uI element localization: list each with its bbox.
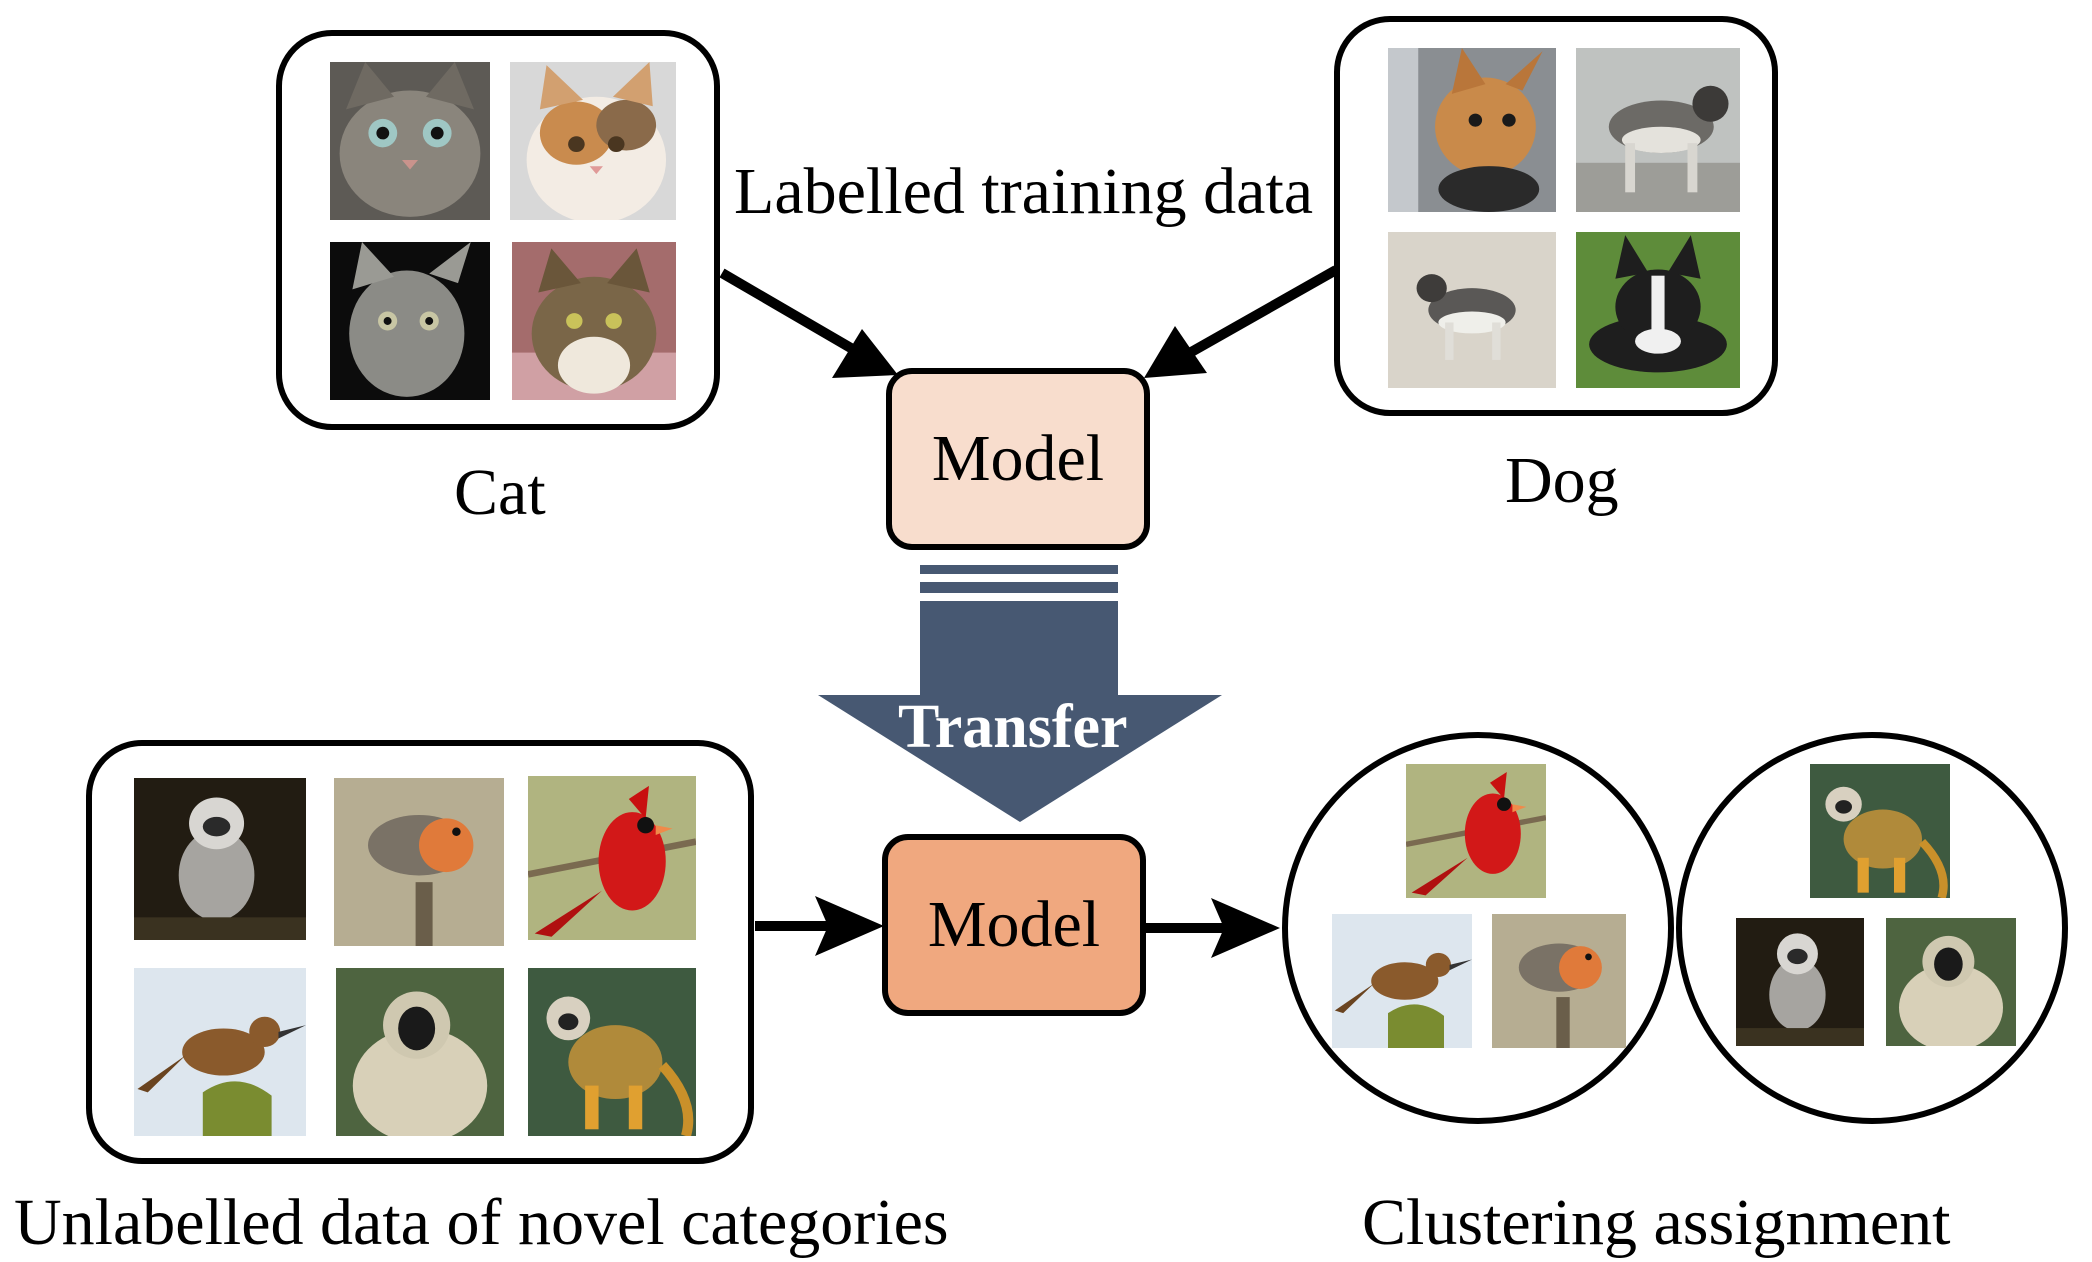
cluster-birds <box>1282 732 1674 1124</box>
unlabelled-image-6 <box>528 968 696 1136</box>
cluster-monkeys-image-2 <box>1736 918 1864 1046</box>
cat-image-box <box>276 30 720 430</box>
unlabelled-image-5 <box>336 968 504 1136</box>
dog-image-1 <box>1388 48 1556 212</box>
cat-image-3 <box>330 242 490 400</box>
dog-image-3 <box>1388 232 1556 388</box>
cat-image-4 <box>512 242 676 400</box>
unlabelled-data-label: Unlabelled data of novel categories <box>14 1186 949 1259</box>
arrow-model-to-clusters <box>1146 898 1280 958</box>
cat-label: Cat <box>454 456 546 529</box>
model-top: Model <box>886 368 1150 550</box>
dog-image-4 <box>1576 232 1740 388</box>
unlabelled-image-box <box>86 740 754 1164</box>
unlabelled-image-1 <box>134 778 306 940</box>
cluster-birds-image-1 <box>1406 764 1546 898</box>
labelled-training-data-label: Labelled training data <box>734 155 1314 228</box>
cat-image-1 <box>330 62 490 220</box>
clustering-assignment-label: Clustering assignment <box>1362 1186 1951 1259</box>
arrow-cat-to-model <box>719 268 898 378</box>
dog-image-2 <box>1576 48 1740 212</box>
cluster-birds-image-2 <box>1332 914 1472 1048</box>
dog-label: Dog <box>1505 444 1619 517</box>
transfer-label: Transfer <box>898 693 1128 761</box>
cluster-monkeys <box>1676 732 2068 1124</box>
cluster-monkeys-image-1 <box>1810 764 1950 898</box>
unlabelled-image-4 <box>134 968 306 1136</box>
unlabelled-image-3 <box>528 776 696 940</box>
arrow-data-to-model <box>755 896 884 956</box>
cluster-monkeys-image-3 <box>1886 918 2016 1046</box>
cluster-birds-image-3 <box>1492 914 1626 1048</box>
cat-image-2 <box>510 62 676 220</box>
dog-image-box <box>1334 16 1778 416</box>
transfer-arrow <box>818 565 1222 822</box>
model-bottom: Model <box>882 834 1146 1016</box>
arrow-dog-to-model <box>1144 265 1339 378</box>
unlabelled-image-2 <box>334 778 504 946</box>
